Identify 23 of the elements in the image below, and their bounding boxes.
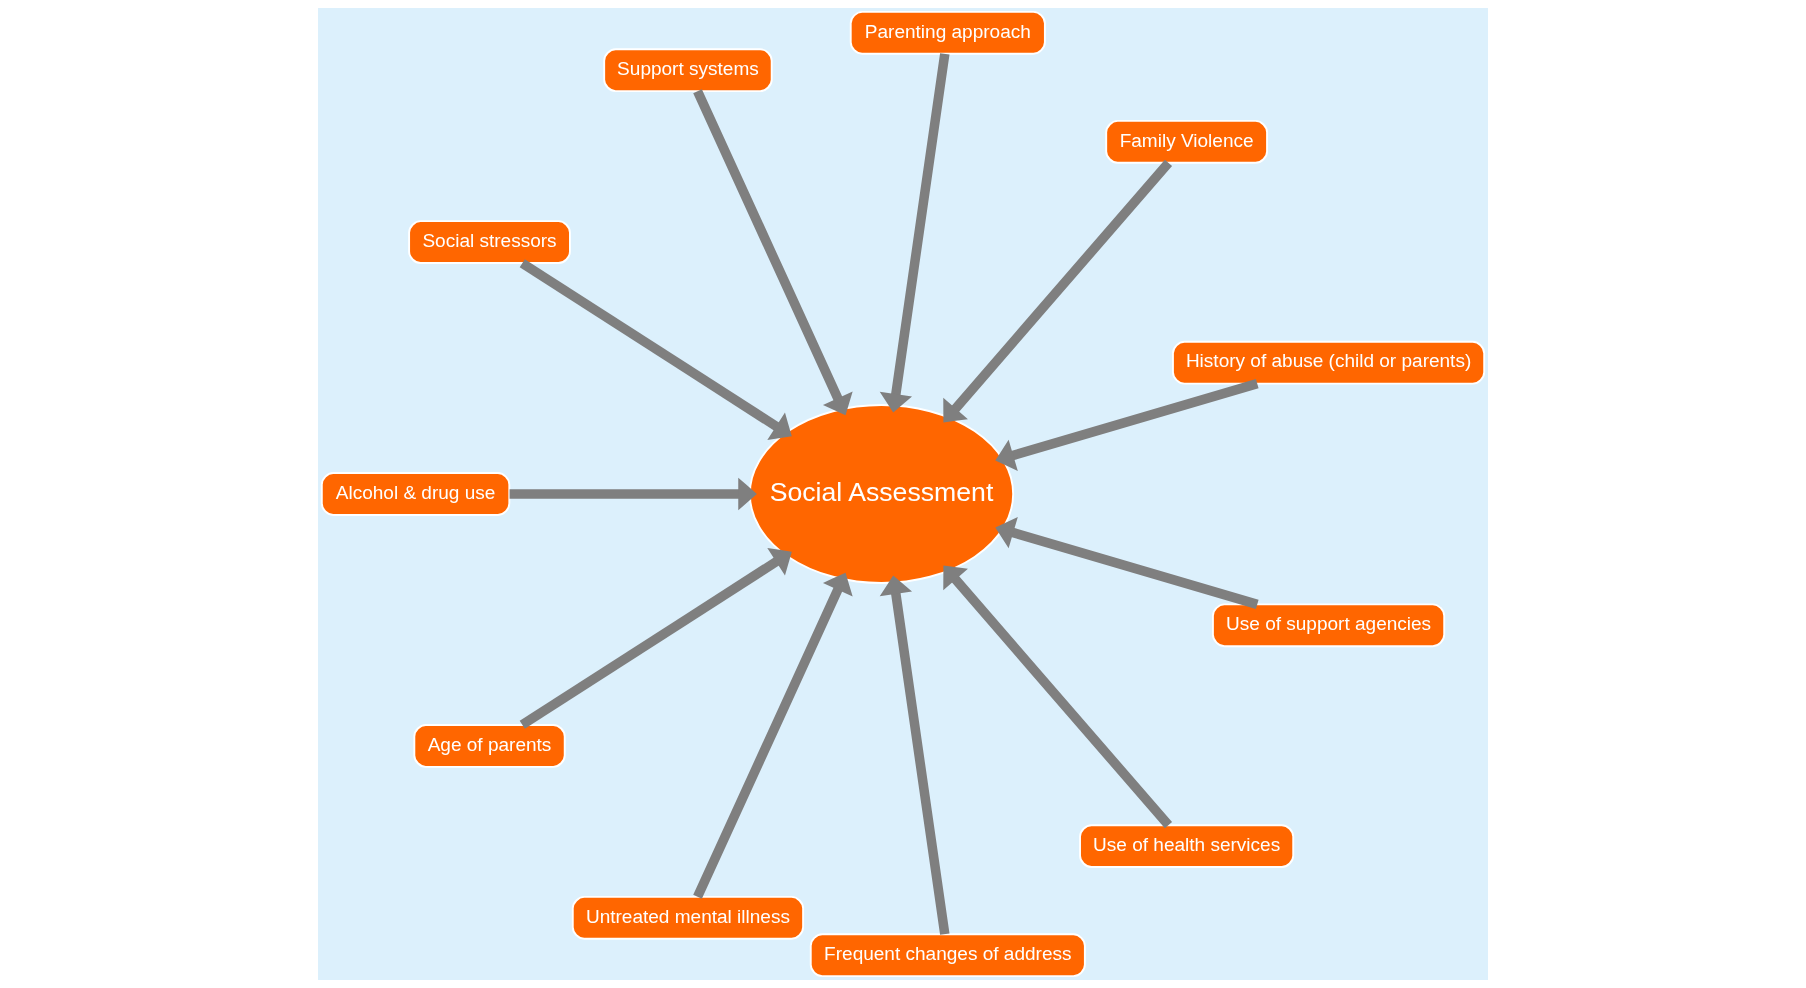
node-box: Use of health services: [1079, 824, 1295, 869]
node-box: Alcohol & drug use: [320, 472, 511, 516]
node-box: Family Violence: [1105, 119, 1268, 164]
node-box: Social stressors: [408, 220, 571, 264]
arrow: [519, 548, 792, 729]
node-box: Support systems: [603, 48, 773, 93]
node-box: Parenting approach: [849, 10, 1046, 55]
node-box: Frequent changes of address: [809, 933, 1086, 978]
arrow: [509, 477, 757, 511]
node-box: History of abuse (child or parents): [1172, 340, 1486, 385]
arrow: [943, 159, 1173, 423]
arrow: [995, 379, 1259, 471]
arrow: [693, 89, 853, 416]
node-box: Untreated mental illness: [571, 895, 805, 940]
arrow: [879, 575, 950, 935]
arrow: [995, 517, 1259, 609]
node-box: Age of parents: [413, 724, 566, 768]
arrow: [943, 565, 1173, 829]
arrow: [519, 259, 792, 440]
node-box: Use of support agencies: [1212, 603, 1446, 648]
arrow: [879, 53, 950, 413]
node-ellipse: Social Assessment: [748, 404, 1015, 584]
arrow: [693, 572, 853, 899]
